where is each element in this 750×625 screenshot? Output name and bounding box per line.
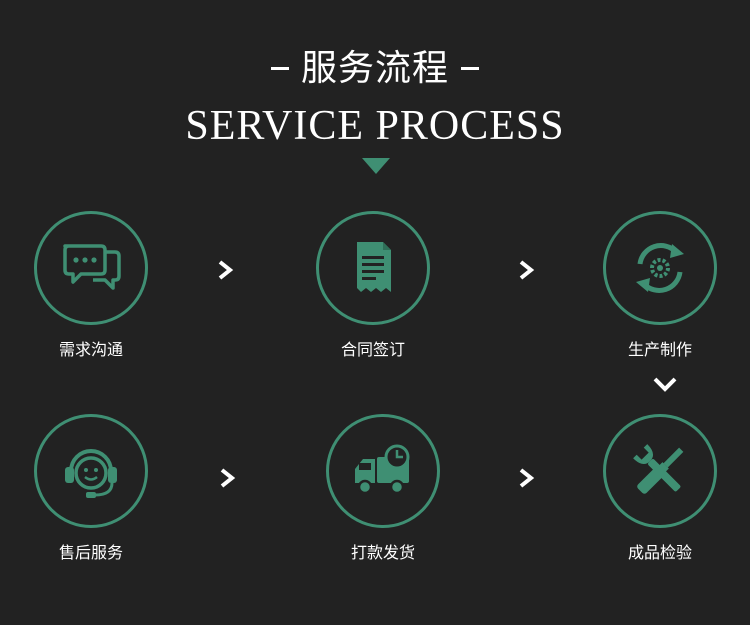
step-circle [603, 414, 717, 528]
step-label: 成品检验 [627, 543, 692, 562]
step-payment-shipping: 打款发货 [316, 414, 456, 584]
down-triangle-icon [362, 158, 390, 174]
chevron-right-icon [218, 260, 234, 280]
step-circle [603, 211, 717, 325]
title-dash-right [461, 66, 479, 70]
step-label: 售后服务 [58, 543, 123, 562]
chevron-down-icon [653, 377, 677, 392]
wrench-screwdriver-icon [633, 444, 684, 494]
title-dash-left [270, 66, 289, 70]
step-label: 合同签订 [340, 340, 405, 359]
chevron-right-icon [519, 468, 535, 488]
step-circle [326, 414, 440, 528]
step-circle [34, 211, 148, 325]
step-production: 生产制作 [593, 211, 733, 381]
step-label: 需求沟通 [58, 340, 123, 359]
page-title: 服务流程 [0, 44, 750, 94]
chevron-right-icon [519, 260, 535, 280]
chat-bubbles-icon [63, 244, 121, 290]
page-subtitle: SERVICE PROCESS [185, 103, 565, 149]
step-requirements: 需求沟通 [24, 211, 164, 381]
delivery-truck-icon [355, 444, 410, 495]
step-label: 打款发货 [350, 543, 415, 562]
step-label: 生产制作 [627, 340, 692, 359]
step-inspection: 成品检验 [593, 414, 733, 584]
step-after-sales: 售后服务 [24, 414, 164, 584]
step-circle [316, 211, 430, 325]
chevron-right-icon [220, 468, 236, 488]
step-contract: 合同签订 [306, 211, 446, 381]
gear-cycle-icon [636, 243, 684, 293]
headset-support-icon [65, 449, 117, 498]
title-cn-text: 服务流程 [300, 48, 449, 89]
contract-document-icon [357, 242, 391, 292]
step-circle [34, 414, 148, 528]
